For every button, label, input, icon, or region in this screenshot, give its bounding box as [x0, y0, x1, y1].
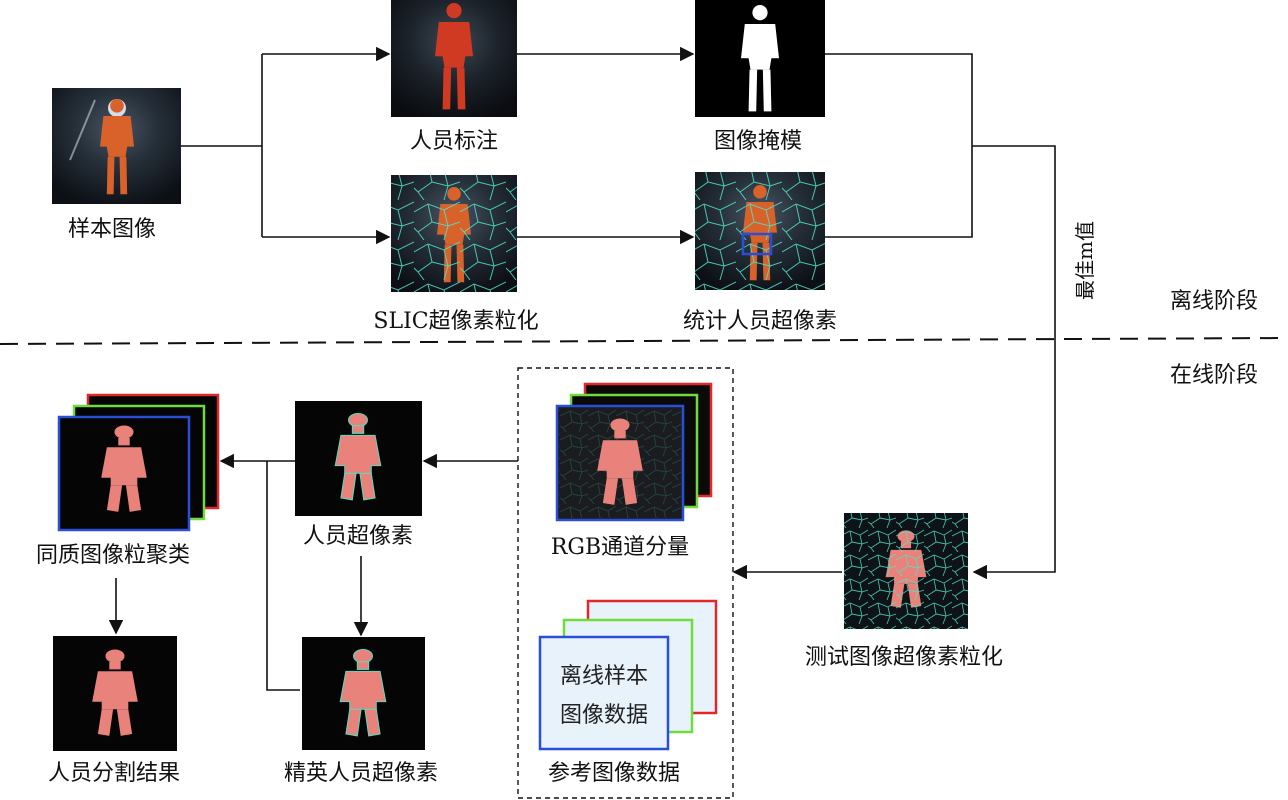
count-image [695, 172, 825, 290]
label-image-mask: 图像掩模 [714, 129, 802, 154]
connectors [108, 46, 1056, 691]
offline-sample-line2: 图像数据 [560, 703, 648, 728]
sample-image [52, 88, 181, 204]
label-sample-image: 样本图像 [68, 217, 156, 242]
label-offline-stage: 离线阶段 [1170, 289, 1258, 314]
person-superpixel-image [295, 401, 422, 516]
test-image [844, 513, 968, 629]
label-count-superpixel: 统计人员超像素 [683, 309, 837, 334]
slic-image [391, 175, 517, 292]
stage-separator [0, 337, 1288, 345]
elite-image [302, 637, 425, 750]
result-image [53, 636, 177, 751]
label-person-superpixel: 人员超像素 [303, 524, 413, 549]
label-segmentation-result: 人员分割结果 [48, 761, 180, 786]
label-person-annotation: 人员标注 [410, 129, 498, 154]
mask-image [695, 0, 825, 117]
reference-data-stack: 离线样本 图像数据 [538, 599, 718, 751]
clustering-stack [57, 393, 220, 532]
rgb-stack [555, 382, 713, 522]
label-best-m: 最佳m值 [1073, 221, 1097, 300]
label-online-stage: 在线阶段 [1170, 363, 1258, 388]
label-homogeneous-clustering: 同质图像粒聚类 [36, 543, 190, 568]
annotation-image [391, 0, 517, 117]
label-test-superpixel: 测试图像超像素粒化 [805, 645, 1003, 670]
label-elite-superpixel: 精英人员超像素 [284, 761, 438, 786]
label-reference-data: 参考图像数据 [548, 761, 680, 786]
offline-sample-line1: 离线样本 [560, 664, 648, 689]
label-slic: SLIC超像素粒化 [373, 309, 538, 334]
reference-block [517, 367, 734, 799]
label-rgb-channels: RGB通道分量 [551, 535, 689, 560]
superpixel-grid-icon [391, 175, 517, 292]
